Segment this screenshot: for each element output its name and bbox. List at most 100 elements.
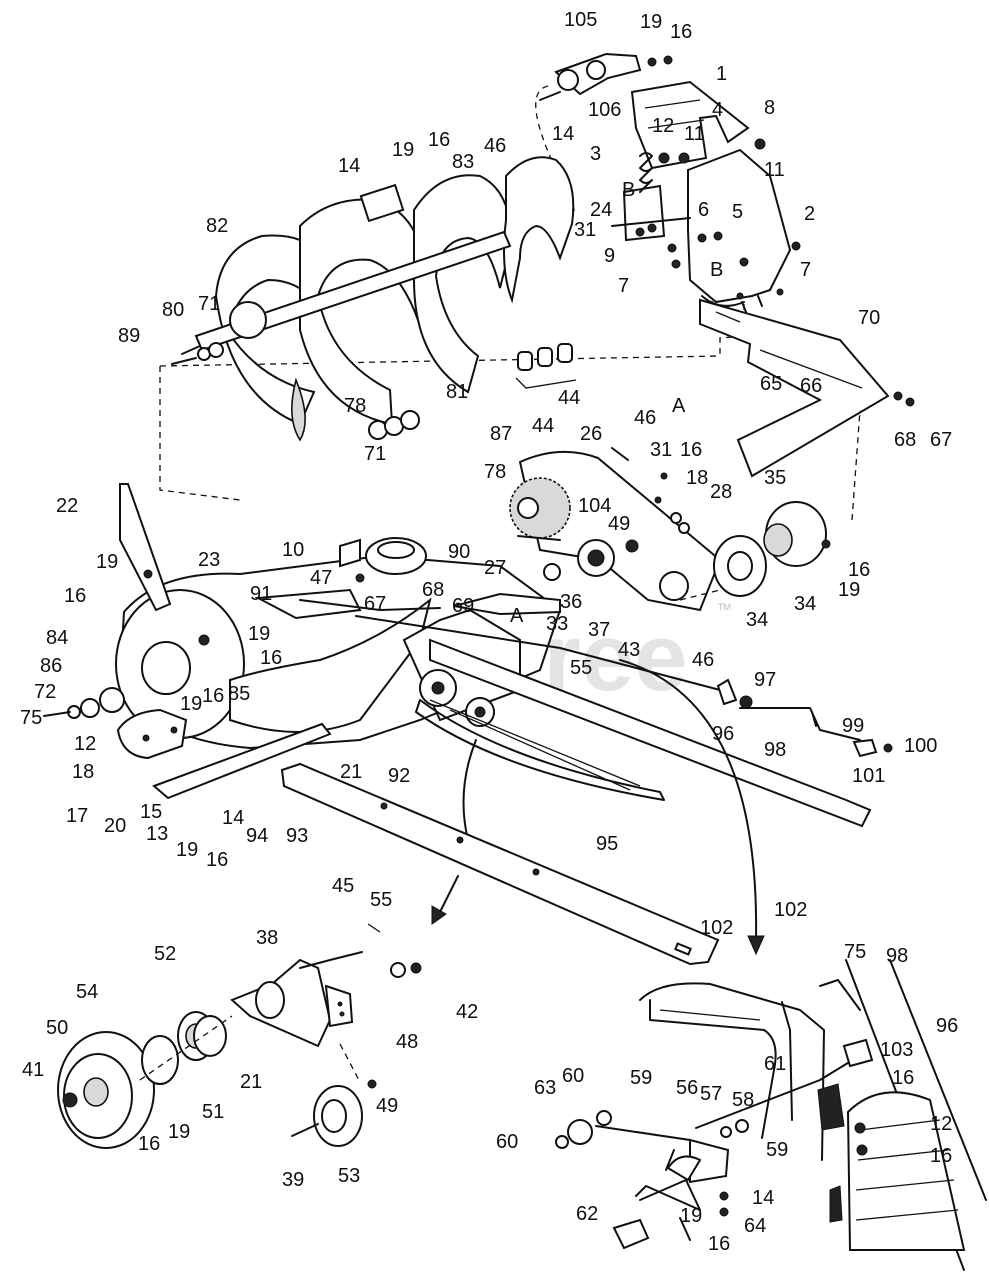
callout-91: 91	[250, 583, 272, 605]
callout-89: 89	[118, 325, 140, 347]
callout-46: 46	[484, 135, 506, 157]
callout-68: 68	[422, 579, 444, 601]
callout-16: 16	[670, 21, 692, 43]
callout-28: 28	[710, 481, 732, 503]
callout-11: 11	[684, 123, 705, 145]
callout-92: 92	[388, 765, 410, 787]
callout-44: 44	[558, 387, 580, 409]
callout-35: 35	[764, 467, 786, 489]
callout-78: 78	[484, 461, 506, 483]
callout-99: 99	[842, 715, 864, 737]
gear-housing	[509, 450, 722, 612]
callout-54: 54	[76, 981, 98, 1003]
callout-22: 22	[56, 495, 78, 517]
callout-96: 96	[936, 1015, 958, 1037]
callout-71: 71	[364, 443, 386, 465]
callout-9: 9	[604, 245, 615, 267]
callout-75: 75	[844, 941, 866, 963]
callout-3: 3	[590, 143, 601, 165]
callout-102: 102	[774, 899, 807, 921]
callout-12: 12	[74, 733, 96, 755]
callout-60: 60	[496, 1131, 518, 1153]
callout-48: 48	[396, 1031, 418, 1053]
callout-96: 96	[712, 723, 734, 745]
callout-17: 17	[66, 805, 88, 827]
auger-assembly	[181, 156, 575, 442]
callout-80: 80	[162, 299, 184, 321]
callout-49: 49	[608, 513, 630, 535]
callout-4: 4	[712, 99, 723, 121]
callout-95: 95	[596, 833, 618, 855]
callout-58: 58	[732, 1089, 754, 1111]
callout-102: 102	[700, 917, 733, 939]
callout-85: 85	[228, 683, 250, 705]
callout-27: 27	[484, 557, 506, 579]
callout-16: 16	[202, 685, 224, 707]
callout-18: 18	[72, 761, 94, 783]
callout-98: 98	[764, 739, 786, 761]
callout-19: 19	[180, 693, 202, 715]
callout-2: 2	[804, 203, 815, 225]
callout-61: 61	[764, 1053, 786, 1075]
callout-71: 71	[198, 293, 220, 315]
callout-67: 67	[364, 593, 386, 615]
callout-101: 101	[852, 765, 885, 787]
callout-97: 97	[754, 669, 776, 691]
callout-16: 16	[892, 1067, 914, 1089]
control-rod	[355, 615, 893, 758]
callout-A: A	[672, 395, 686, 417]
callout-6: 6	[698, 199, 709, 221]
callout-38: 38	[256, 927, 278, 949]
callout-14: 14	[752, 1187, 774, 1209]
callout-31: 31	[574, 219, 596, 241]
callout-B: B	[710, 259, 723, 281]
callout-60: 60	[562, 1065, 584, 1087]
callout-7: 7	[618, 275, 629, 297]
callout-63: 63	[534, 1077, 556, 1099]
callout-16: 16	[680, 439, 702, 461]
callout-69: 69	[452, 595, 474, 617]
callout-104: 104	[578, 495, 611, 517]
callout-103: 103	[880, 1039, 913, 1061]
callout-31: 31	[650, 439, 672, 461]
callout-50: 50	[46, 1017, 68, 1039]
callout-11: 11	[764, 159, 785, 181]
callout-41: 41	[22, 1059, 44, 1081]
callout-90: 90	[448, 541, 470, 563]
callout-106: 106	[588, 99, 621, 121]
callout-13: 13	[146, 823, 168, 845]
callout-16: 16	[428, 129, 450, 151]
callout-24: 24	[590, 199, 612, 221]
callout-26: 26	[580, 423, 602, 445]
callout-19: 19	[168, 1121, 190, 1143]
callout-16: 16	[206, 849, 228, 871]
callout-43: 43	[618, 639, 640, 661]
callout-49: 49	[376, 1095, 398, 1117]
callout-55: 55	[570, 657, 592, 679]
callout-20: 20	[104, 815, 126, 837]
callout-37: 37	[588, 619, 610, 641]
callout-14: 14	[338, 155, 360, 177]
frame-rails	[280, 638, 872, 966]
callout-23: 23	[198, 549, 220, 571]
callout-51: 51	[202, 1101, 224, 1123]
callout-39: 39	[282, 1169, 304, 1191]
belt-cover	[699, 288, 915, 478]
callout-19: 19	[248, 623, 270, 645]
callout-105: 105	[564, 9, 597, 31]
callout-84: 84	[46, 627, 68, 649]
callout-87: 87	[490, 423, 512, 445]
callout-34: 34	[794, 593, 816, 615]
callout-57: 57	[700, 1083, 722, 1105]
watermark-trademark: TM	[718, 602, 731, 612]
callout-14: 14	[552, 123, 574, 145]
callout-34: 34	[746, 609, 768, 631]
callout-16: 16	[708, 1233, 730, 1255]
callout-75: 75	[20, 707, 42, 729]
callout-67: 67	[930, 429, 952, 451]
callout-59: 59	[630, 1067, 652, 1089]
callout-52: 52	[154, 943, 176, 965]
callout-1: 1	[716, 63, 727, 85]
callout-18: 18	[686, 467, 708, 489]
